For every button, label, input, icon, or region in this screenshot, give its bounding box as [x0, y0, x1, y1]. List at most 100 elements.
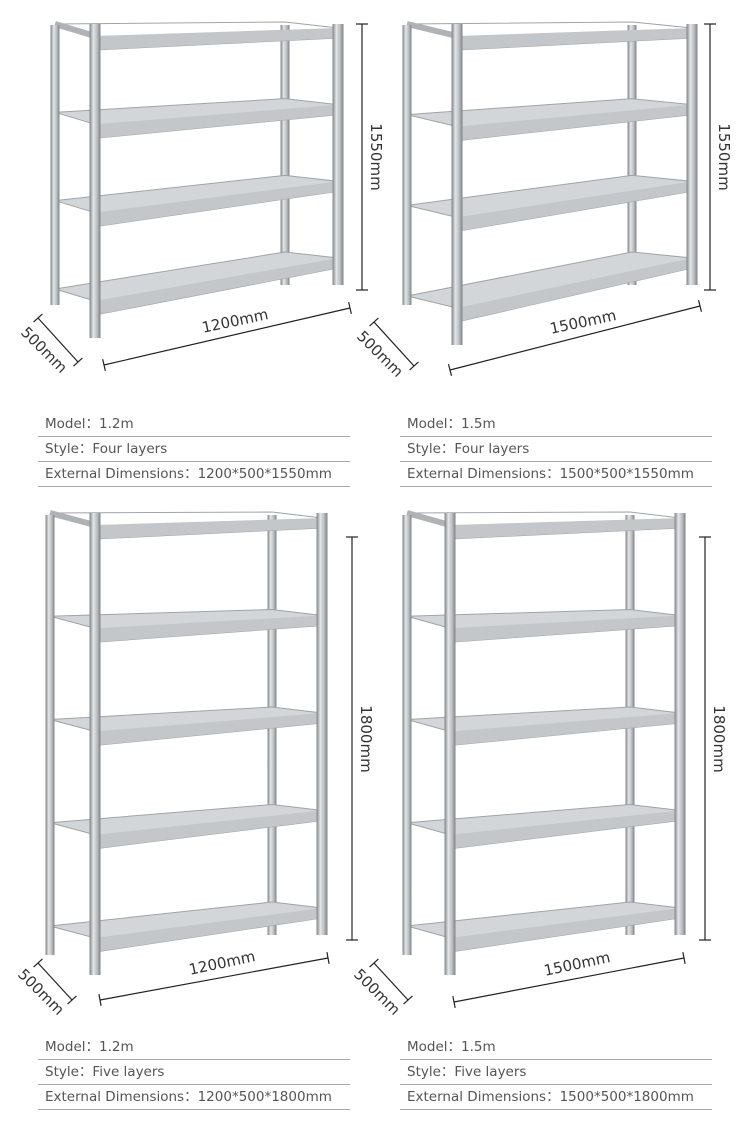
width-dimension-line: [447, 300, 703, 376]
side-post: [402, 515, 412, 955]
spec-separator: ：: [184, 1089, 198, 1105]
shelf-edge: [95, 28, 338, 50]
depth-dimension-line: [369, 958, 413, 1005]
shelf-edge: [450, 908, 680, 952]
spec-separator: ：: [546, 466, 560, 482]
spec-label: External Dimensions: [45, 1089, 185, 1105]
top-rail: [406, 510, 451, 528]
shelf-layer: [406, 251, 693, 323]
side-post: [50, 25, 60, 305]
shelf-edge: [450, 615, 680, 643]
depth-dimension-line: [369, 317, 419, 371]
shelf-edge: [95, 810, 322, 849]
side-post: [402, 25, 412, 305]
top-rail: [54, 21, 96, 39]
shelf-edge: [450, 713, 680, 746]
spec-value: Four layers: [454, 441, 530, 457]
back-post: [627, 25, 637, 285]
side-post: [45, 515, 55, 955]
spec-label: Style: [407, 441, 441, 457]
spec-separator: ：: [184, 466, 198, 482]
spec-label: External Dimensions: [407, 1089, 547, 1105]
spec-separator: ：: [440, 441, 455, 457]
shelf-rack-image: [369, 510, 711, 1009]
spec-label: Model: [45, 416, 86, 432]
spec-row: External Dimensions：1500*500*1550mm: [400, 462, 712, 487]
spec-value: Four layers: [92, 441, 168, 457]
shelf-edge: [95, 713, 322, 746]
spec-separator: ：: [447, 1039, 462, 1055]
spec-row: Model：1.5m: [400, 412, 712, 437]
spec-value: Five layers: [92, 1064, 165, 1080]
spec-separator: ：: [85, 416, 100, 432]
spec-row: Model：1.5m: [400, 1035, 712, 1060]
shelf-edge: [457, 104, 692, 141]
spec-value: 1200*500*1550mm: [197, 466, 332, 482]
shelf-edge: [95, 615, 322, 643]
spec-row: External Dimensions：1500*500*1800mm: [400, 1085, 712, 1110]
spec-separator: ：: [440, 1064, 455, 1080]
spec-value: 1.5m: [461, 416, 496, 432]
spec-row: Model：1.2m: [38, 1035, 350, 1060]
spec-row: Style：Four layers: [38, 437, 350, 462]
front-post: [316, 513, 328, 935]
height-label: 1550mm: [715, 123, 733, 191]
front-post: [451, 24, 463, 345]
spec-separator: ：: [78, 441, 93, 457]
spec-value: Five layers: [454, 1064, 527, 1080]
shelf-edge: [457, 258, 692, 322]
shelf-edge: [450, 810, 680, 849]
front-post: [89, 24, 101, 338]
spec-value: 1.2m: [99, 1039, 134, 1055]
spec-label: External Dimensions: [407, 466, 547, 482]
width-dimension-line: [102, 302, 352, 371]
spec-row: External Dimensions：1200*500*1550mm: [38, 462, 350, 487]
spec-separator: ：: [546, 1089, 560, 1105]
spec-value: 1500*500*1800mm: [559, 1089, 694, 1105]
spec-label: External Dimensions: [45, 466, 185, 482]
front-post: [674, 513, 686, 935]
shelf-rack-image: [369, 21, 716, 376]
shelf-edge: [457, 28, 692, 50]
spec-value: 1500*500*1550mm: [559, 466, 694, 482]
spec-value: 1.5m: [461, 1039, 496, 1055]
shelf-edge: [95, 258, 338, 315]
spec-label: Model: [45, 1039, 86, 1055]
width-dimension-line: [98, 951, 330, 1007]
height-label: 1800mm: [710, 704, 728, 773]
spec-label: Model: [407, 416, 448, 432]
spec-row: Style：Four layers: [400, 437, 712, 462]
shelf-rack-image: [33, 510, 358, 1007]
spec-row: External Dimensions：1200*500*1800mm: [38, 1085, 350, 1110]
height-dimension-line: [704, 23, 716, 291]
height-dimension-line: [699, 536, 711, 941]
width-dimension-line: [452, 951, 686, 1009]
spec-separator: ：: [85, 1039, 100, 1055]
front-post: [686, 24, 698, 285]
shelf-rack-image: [33, 21, 368, 371]
top-rail: [49, 510, 96, 528]
spec-row: Style：Five layers: [38, 1060, 350, 1085]
spec-separator: ：: [78, 1064, 93, 1080]
depth-dimension-line: [33, 313, 83, 367]
shelf-edge: [95, 908, 322, 952]
spec-value: 1200*500*1800mm: [197, 1089, 332, 1105]
height-dimension-line: [346, 536, 358, 941]
front-post: [89, 513, 101, 975]
spec-row: Style：Five layers: [400, 1060, 712, 1085]
spec-label: Style: [45, 441, 79, 457]
shelf-edge: [95, 518, 322, 539]
spec-value: 1.2m: [99, 416, 134, 432]
shelf-edge: [450, 518, 680, 539]
back-post: [280, 25, 290, 285]
front-post: [444, 513, 456, 975]
spec-label: Style: [45, 1064, 79, 1080]
